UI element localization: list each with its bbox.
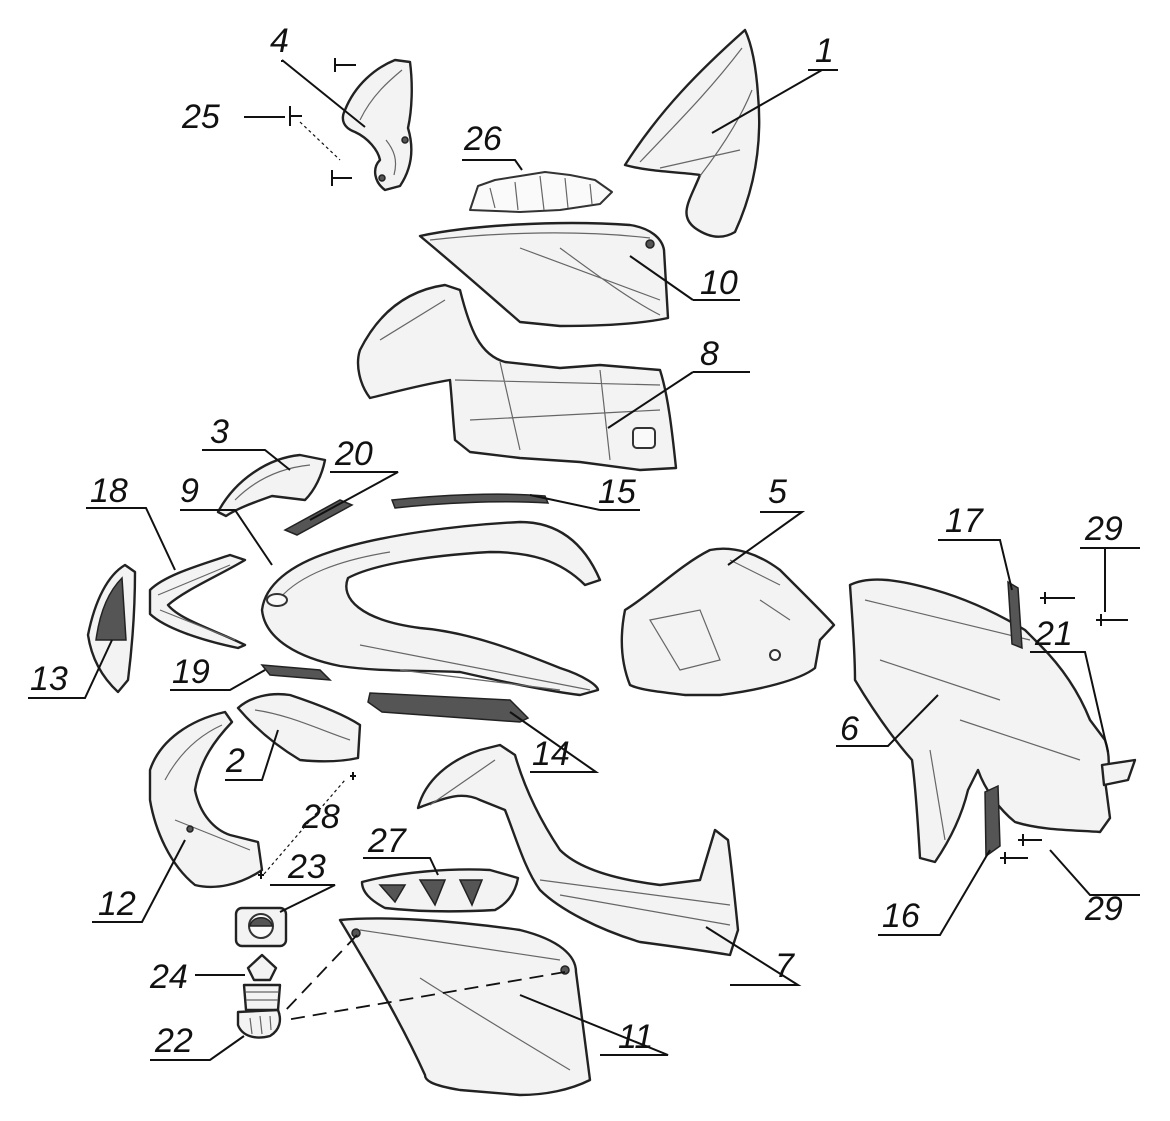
part-12-front-lower — [148, 710, 264, 889]
label-12: 12 — [98, 885, 136, 923]
part-28-screw — [258, 772, 356, 879]
label-2: 2 — [225, 742, 245, 780]
part-20-strip — [283, 499, 354, 536]
part-15-long-strip — [390, 493, 550, 509]
label-10: 10 — [700, 264, 738, 302]
part-17-vent — [1007, 580, 1023, 650]
part-14-lower-strip — [367, 692, 530, 723]
label-21: 21 — [1034, 615, 1073, 653]
part-7-lower-side-frame — [416, 743, 740, 957]
part-13-reflector — [86, 563, 137, 694]
label-27: 27 — [367, 822, 407, 860]
label-8: 8 — [700, 335, 719, 373]
label-25: 25 — [181, 98, 220, 136]
label-15: 15 — [598, 473, 636, 511]
leader-lines — [28, 59, 1140, 1061]
part-2-side-cowl — [236, 693, 362, 763]
assembly-line-upper — [282, 934, 358, 1014]
part-25-screws — [289, 58, 356, 186]
label-5: 5 — [768, 473, 787, 511]
part-19-small-strip — [260, 664, 332, 681]
label-1: 1 — [815, 32, 834, 70]
label-29-top: 29 — [1084, 510, 1123, 548]
label-18: 18 — [90, 472, 128, 510]
label-20: 20 — [334, 435, 373, 473]
label-22: 22 — [154, 1022, 193, 1060]
label-24: 24 — [149, 958, 188, 996]
part-11-lower-side-panel — [338, 917, 592, 1097]
label-16: 16 — [882, 897, 920, 935]
part-4-bracket — [341, 58, 413, 192]
label-14: 14 — [532, 735, 570, 773]
label-28: 28 — [301, 798, 340, 836]
label-17: 17 — [945, 502, 984, 540]
label-11: 11 — [618, 1018, 653, 1056]
part-8-inner-frame — [356, 283, 678, 472]
assembly-line-lower — [285, 971, 566, 1021]
part-9-main-fairing — [260, 520, 602, 697]
label-19: 19 — [172, 653, 210, 691]
label-29-bottom: 29 — [1084, 890, 1123, 928]
label-13: 13 — [30, 660, 68, 698]
part-16-vent — [984, 784, 1001, 858]
part-10-upper-panel — [418, 221, 670, 328]
label-6: 6 — [840, 710, 859, 748]
part-18-headlight-trim — [148, 553, 247, 650]
part-5-dashboard-housing — [620, 547, 836, 697]
label-23: 23 — [287, 848, 326, 886]
label-3: 3 — [210, 413, 229, 451]
label-7: 7 — [775, 947, 795, 985]
part-1-windscreen — [623, 28, 761, 238]
callout-labels: 1 4 25 26 10 8 3 20 18 9 15 5 17 29 21 1… — [30, 22, 1123, 1060]
part-23-cap — [234, 906, 288, 948]
part-26-vent-grille — [469, 171, 613, 213]
part-22-latch-base — [236, 1008, 282, 1039]
part-3-small-cowl — [216, 453, 327, 518]
part-21-side-clip — [1100, 758, 1137, 787]
part-27-grille — [360, 868, 520, 913]
label-9: 9 — [180, 472, 199, 510]
label-4: 4 — [270, 22, 289, 60]
part-24-knob — [242, 953, 282, 1012]
label-26: 26 — [463, 120, 502, 158]
